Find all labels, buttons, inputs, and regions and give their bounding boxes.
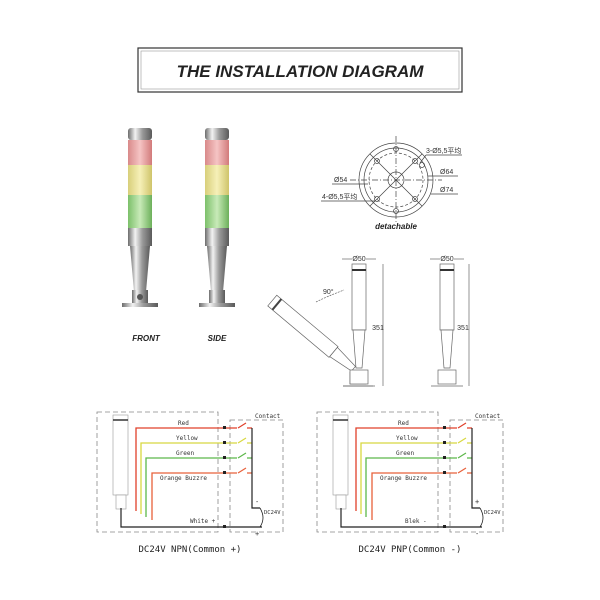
page-title: THE INSTALLATION DIAGRAM xyxy=(177,62,425,81)
label-d74: Ø74 xyxy=(440,187,453,194)
contact-switch xyxy=(237,437,247,444)
upright-tower-drawing-2 xyxy=(430,258,470,387)
supply-bottom-sign: + xyxy=(255,530,259,538)
common-label: White + xyxy=(190,518,216,525)
wire-label-red: Red xyxy=(398,420,409,427)
contact-switch xyxy=(237,467,247,474)
switch-gap xyxy=(237,441,247,445)
switch-gap xyxy=(237,456,247,460)
height-label-2: 351 xyxy=(457,325,469,332)
contact-switch xyxy=(457,452,467,459)
wiring-diagram-pnp: Contact Red Yellow Green Orange Buzzre B… xyxy=(316,411,504,555)
supply-label: DC24V xyxy=(484,510,501,516)
base-plate-labels: 3-Ø5,5平均 Ø64 Ø54 Ø74 4-Ø5,5平均 detachable xyxy=(322,146,461,231)
diameter-label-2: Ø50 xyxy=(440,256,453,263)
angle-label: 90° xyxy=(323,288,334,296)
npn-caption: DC24V NPN(Common +) xyxy=(139,545,242,555)
wire-label-orange: Orange Buzzre xyxy=(160,475,207,482)
contact-switch xyxy=(237,452,247,459)
supply-bottom-sign: - xyxy=(475,530,479,538)
title-box: THE INSTALLATION DIAGRAM xyxy=(137,47,463,93)
switch-gap xyxy=(457,456,467,460)
wire-label-red: Red xyxy=(178,420,189,427)
wire-label-yellow: Yellow xyxy=(396,435,418,442)
label-d54: Ø54 xyxy=(334,177,347,184)
switch-gap xyxy=(237,426,247,430)
side-label: SIDE xyxy=(208,334,227,343)
pnp-caption: DC24V PNP(Common -) xyxy=(359,545,462,555)
wire-label-orange: Orange Buzzre xyxy=(380,475,427,482)
tower-light-front xyxy=(122,128,158,307)
wire-label-green: Green xyxy=(176,450,194,457)
wiring-diagram-npn: Contact Red Yellow Green Orange Buzzre W… xyxy=(96,411,284,555)
height-label-1: 351 xyxy=(372,325,384,332)
contact-switch xyxy=(237,422,247,429)
wire-label-yellow: Yellow xyxy=(176,435,198,442)
base-plate-caption: detachable xyxy=(375,222,417,231)
switch-gap xyxy=(457,471,467,475)
contact-switches xyxy=(237,422,467,475)
label-4-holes: 4-Ø5,5平均 xyxy=(322,192,357,201)
supply-label: DC24V xyxy=(264,510,281,516)
common-label: Blek - xyxy=(405,518,427,525)
contact-label: Contact xyxy=(255,413,281,420)
switch-gap xyxy=(457,441,467,445)
base-plate-drawing xyxy=(321,136,462,224)
label-3-holes: 3-Ø5,5平均 xyxy=(426,146,461,155)
contact-label: Contact xyxy=(475,413,501,420)
contact-switch xyxy=(457,422,467,429)
upright-tower-drawing-1 xyxy=(342,258,384,387)
tower-light-side xyxy=(199,128,235,307)
front-label: FRONT xyxy=(132,334,161,343)
supply-top-sign: - xyxy=(255,498,259,506)
wire-label-green: Green xyxy=(396,450,414,457)
label-d64: Ø64 xyxy=(440,169,453,176)
diameter-label-1: Ø50 xyxy=(352,256,365,263)
switch-gap xyxy=(457,426,467,430)
switch-gap xyxy=(237,471,247,475)
contact-switch xyxy=(457,467,467,474)
contact-switch xyxy=(457,437,467,444)
supply-top-sign: + xyxy=(475,498,479,506)
